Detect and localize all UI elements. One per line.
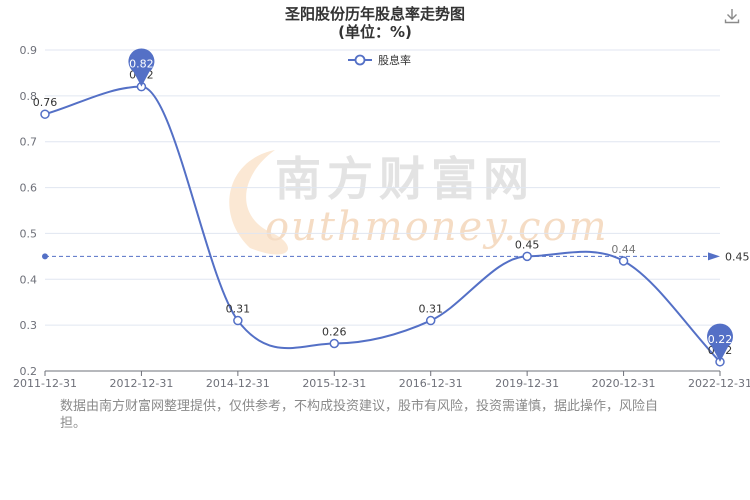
data-point bbox=[425, 315, 436, 326]
chart-title-unit: (单位：%) bbox=[338, 23, 412, 41]
footnote: 数据由南方财富网整理提供，仅供参考，不构成投资建议，股市有风险，投资需谨慎，据此… bbox=[60, 399, 659, 431]
watermark: 南方财富网 outhmoney.com bbox=[229, 150, 609, 255]
markpoint-pin bbox=[128, 48, 155, 87]
x-tick-label: 2015-12-31 bbox=[302, 377, 366, 390]
x-tick-label: 2016-12-31 bbox=[399, 377, 463, 390]
x-tick-label: 2022-12-31 bbox=[688, 377, 750, 390]
watermark-en: outhmoney.com bbox=[265, 204, 609, 250]
markpoint-label: 0.22 bbox=[708, 333, 733, 346]
markline-label: 0.45 bbox=[725, 250, 750, 263]
data-point bbox=[329, 338, 340, 349]
chart-title: 圣阳股份历年股息率走势图 (单位：%) bbox=[0, 5, 750, 41]
x-tick-label: 2019-12-31 bbox=[495, 377, 559, 390]
data-label: 0.26 bbox=[322, 325, 347, 338]
markpoint-pin bbox=[707, 323, 734, 362]
legend-label: 股息率 bbox=[378, 53, 411, 67]
series-line bbox=[44, 85, 721, 363]
data-point bbox=[233, 315, 243, 326]
y-tick-label: 0.2 bbox=[20, 365, 38, 378]
x-tick-label: 2020-12-31 bbox=[592, 377, 656, 390]
data-point bbox=[522, 251, 532, 262]
y-tick-label: 0.3 bbox=[20, 319, 38, 332]
data-point bbox=[618, 256, 629, 266]
data-label: 0.31 bbox=[226, 303, 251, 316]
data-label: 0.44 bbox=[611, 243, 636, 256]
series-股息率 bbox=[40, 81, 725, 367]
y-tick-label: 0.7 bbox=[20, 136, 38, 149]
x-axis: 2011-12-31 2012-12-31 2014-12-31 2015-12-31… bbox=[13, 370, 750, 390]
data-label: 0.45 bbox=[515, 238, 540, 251]
data-point bbox=[40, 109, 50, 119]
y-tick-label: 0.9 bbox=[20, 44, 38, 57]
x-tick-label: 2014-12-31 bbox=[206, 377, 270, 390]
y-tick-label: 0.6 bbox=[20, 182, 38, 195]
y-tick-label: 0.4 bbox=[20, 273, 38, 286]
markline-start bbox=[42, 253, 48, 260]
data-label: 0.76 bbox=[33, 96, 58, 109]
mark-points: 0.82 0.22 bbox=[128, 48, 734, 362]
y-axis: 0.2 0.3 0.4 0.5 0.6 0.7 0.8 0.9 bbox=[20, 44, 38, 378]
watermark-cn: 南方财富网 bbox=[275, 152, 535, 206]
grid-lines bbox=[45, 49, 720, 326]
chart-title-line1: 圣阳股份历年股息率走势图 bbox=[284, 5, 465, 23]
y-tick-label: 0.8 bbox=[20, 90, 38, 103]
download-icon[interactable] bbox=[724, 8, 740, 24]
y-tick-label: 0.5 bbox=[20, 227, 38, 240]
legend[interactable]: 股息率 bbox=[348, 53, 411, 67]
average-markline: 0.45 bbox=[42, 250, 750, 263]
x-tick-label: 2011-12-31 bbox=[13, 377, 77, 390]
x-tick-label: 2012-12-31 bbox=[109, 377, 173, 390]
markline-arrow bbox=[708, 252, 720, 261]
legend-marker bbox=[354, 54, 366, 66]
data-label: 0.31 bbox=[418, 303, 443, 316]
markpoint-label: 0.82 bbox=[129, 58, 154, 71]
